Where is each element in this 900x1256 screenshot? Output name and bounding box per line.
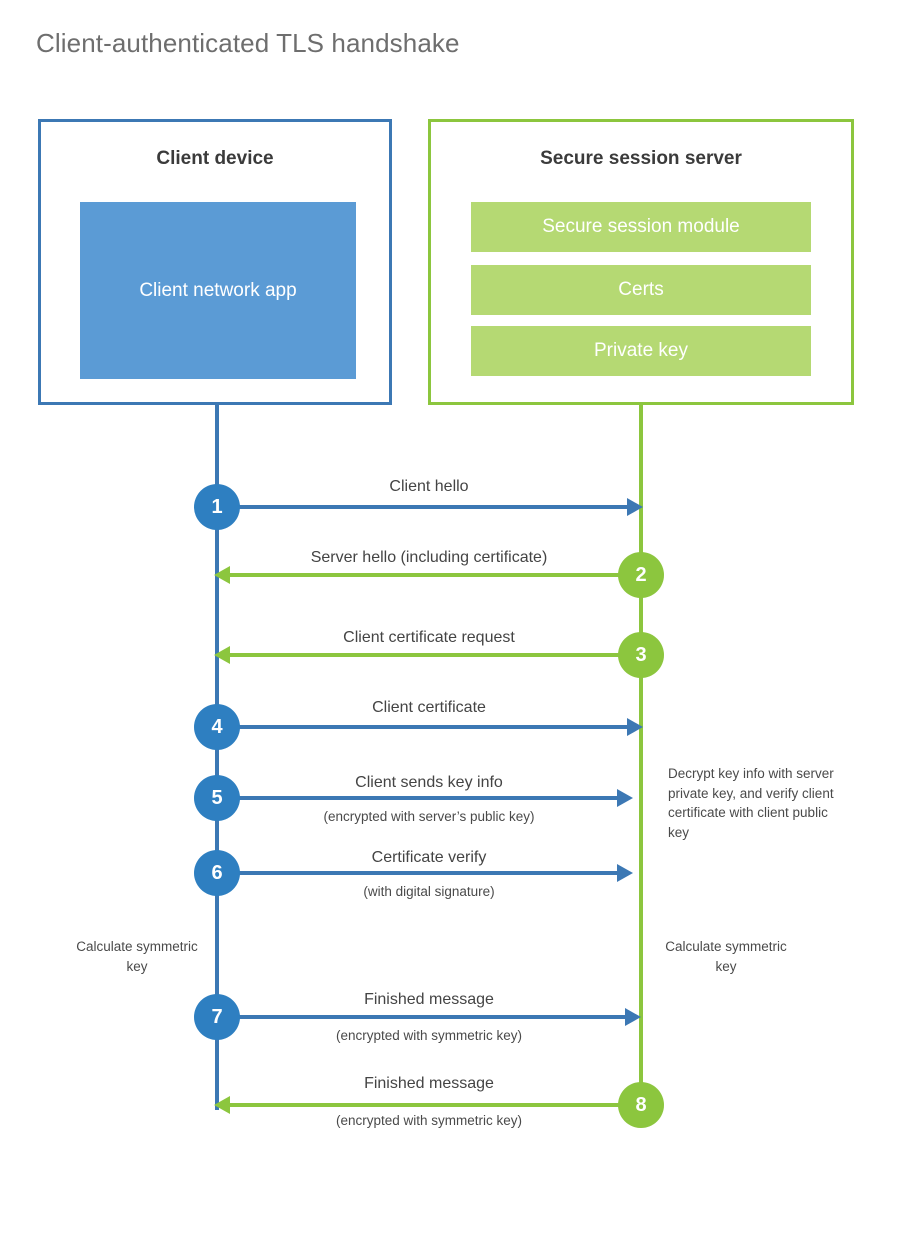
step-4-arrow-head-icon — [627, 718, 643, 736]
secure-session-server-box: Secure session server Secure session mod… — [428, 119, 854, 405]
client-network-app-block: Client network app — [80, 202, 356, 379]
step-2-label: Server hello (including certificate) — [310, 549, 548, 566]
server-block-private-key: Private key — [471, 326, 811, 376]
page-title: Client-authenticated TLS handshake — [36, 28, 460, 58]
step-6-arrow-line — [217, 871, 619, 875]
step-3-arrow-head-icon — [214, 646, 230, 664]
step-5-arrow-line — [217, 796, 619, 800]
step-8-label: Finished message — [364, 1075, 494, 1092]
step-6-sublabel: (with digital signature) — [363, 884, 495, 899]
server-lifeline — [639, 404, 643, 1106]
step-3-arrow-line — [228, 653, 632, 657]
step-4-badge[interactable]: 4 — [194, 704, 240, 750]
step-7-sublabel: (encrypted with symmetric key) — [335, 1028, 523, 1043]
step-1-arrow-head-icon — [627, 498, 643, 516]
client-device-title: Client device — [156, 148, 274, 169]
step-1-badge[interactable]: 1 — [194, 484, 240, 530]
step-4-label: Client certificate — [372, 699, 486, 716]
step-5-sublabel: (encrypted with server’s public key) — [323, 809, 535, 824]
step-8-sublabel: (encrypted with symmetric key) — [335, 1113, 523, 1128]
step-2-badge[interactable]: 2 — [618, 552, 664, 598]
step-3-label: Client certificate request — [343, 629, 515, 646]
client-calculate-symmetric-key-note: Calculate symmetric key — [76, 939, 198, 974]
step-1-arrow-line — [217, 505, 629, 509]
client-device-box: Client device Client network app — [38, 119, 392, 405]
step-5-badge[interactable]: 5 — [194, 775, 240, 821]
step-7-badge[interactable]: 7 — [194, 994, 240, 1040]
step-8-badge[interactable]: 8 — [618, 1082, 664, 1128]
step-5-label: Client sends key info — [355, 774, 503, 791]
server-calculate-symmetric-key-note: Calculate symmetric key — [665, 939, 787, 974]
server-block-secure-session-module: Secure session module — [471, 202, 811, 252]
step-2-arrow-line — [228, 573, 632, 577]
step-7-label: Finished message — [364, 991, 494, 1008]
secure-session-server-title: Secure session server — [540, 148, 742, 169]
step-8-arrow-head-icon — [214, 1096, 230, 1114]
server-decrypt-note: Decrypt key info with server private key… — [668, 766, 834, 840]
client-lifeline — [215, 404, 219, 1110]
step-7-arrow-head-icon — [625, 1008, 641, 1026]
step-6-arrow-head-icon — [617, 864, 633, 882]
step-1-label: Client hello — [389, 478, 469, 495]
step-7-arrow-line — [217, 1015, 627, 1019]
step-6-label: Certificate verify — [371, 849, 487, 866]
step-8-arrow-line — [228, 1103, 632, 1107]
step-6-badge[interactable]: 6 — [194, 850, 240, 896]
step-2-arrow-head-icon — [214, 566, 230, 584]
step-5-arrow-head-icon — [617, 789, 633, 807]
step-4-arrow-line — [217, 725, 629, 729]
step-3-badge[interactable]: 3 — [618, 632, 664, 678]
server-block-certs: Certs — [471, 265, 811, 315]
